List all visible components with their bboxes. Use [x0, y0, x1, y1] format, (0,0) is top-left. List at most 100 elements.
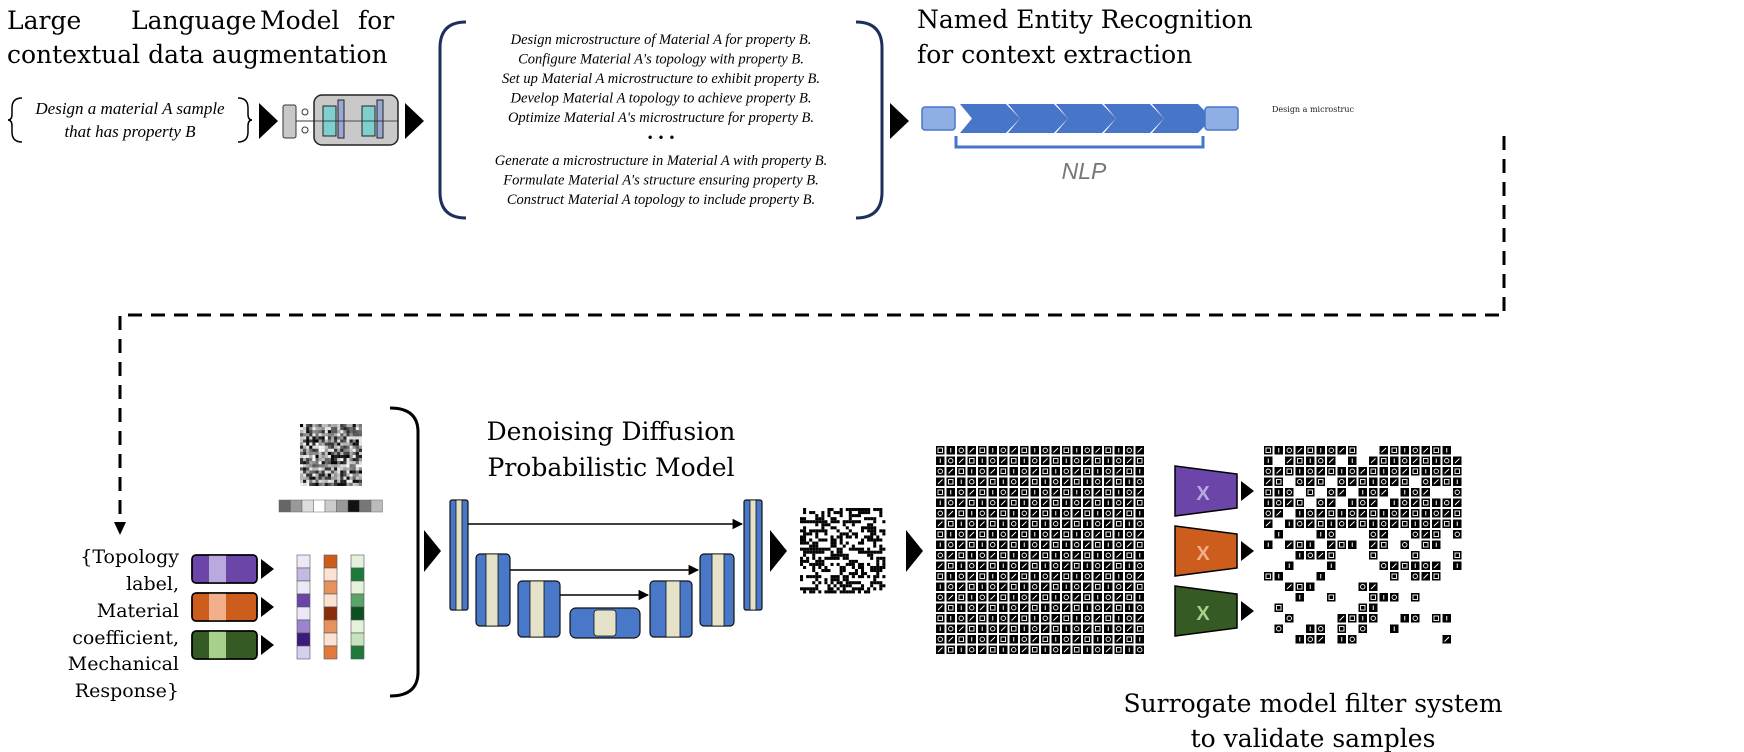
grid-sample-tile	[1327, 509, 1336, 518]
noise-pixel	[358, 436, 362, 440]
sample-pixel	[867, 553, 871, 557]
grid-sample-tile	[1135, 498, 1144, 507]
grid-sample-tile	[1083, 551, 1092, 560]
noise-pixel	[312, 470, 316, 474]
sample-pixel	[842, 584, 846, 588]
grid-sample-tile	[1072, 603, 1081, 612]
noise-pixel	[337, 427, 341, 431]
sample-pixel	[806, 520, 810, 524]
noise-pixel	[306, 461, 310, 465]
noise-pixel	[318, 458, 322, 462]
grid-sample-tile	[1379, 561, 1388, 570]
sample-pixel	[854, 532, 858, 536]
grid-sample-tile	[1062, 635, 1071, 644]
llm-title-line-2: contextual data augmentation	[7, 40, 388, 69]
noise-pixel	[321, 439, 325, 443]
sample-pixel	[842, 544, 846, 548]
ner-chevron-2	[1008, 104, 1068, 133]
sample-pixel	[815, 535, 819, 539]
sample-pixel	[845, 556, 849, 560]
sample-pixel	[882, 532, 886, 536]
sample-pixel	[882, 529, 886, 533]
noise-pixel	[321, 427, 325, 431]
embedding-pill-material	[191, 592, 274, 622]
noise-pixel	[346, 467, 350, 471]
grid-sample-tile	[1125, 446, 1134, 455]
noise-pixel	[321, 436, 325, 440]
sample-pixel	[861, 526, 865, 530]
sample-pixel	[857, 550, 861, 554]
sample-pixel	[839, 550, 843, 554]
grid-sample-tile	[1453, 509, 1462, 518]
noise-pixel	[321, 470, 325, 474]
sample-pixel	[842, 556, 846, 560]
noise-pixel	[334, 461, 338, 465]
embedding-vector-cell	[323, 645, 338, 660]
sample-pixel	[821, 529, 825, 533]
dashed-connector	[118, 136, 1506, 528]
noise-pixel	[331, 448, 335, 452]
timestep-cell	[336, 499, 349, 513]
embedding-vector-cell	[296, 593, 311, 608]
sample-pixel	[812, 575, 816, 579]
noise-pixel	[355, 467, 359, 471]
grid-sample-tile	[1125, 635, 1134, 644]
sample-pixel	[812, 550, 816, 554]
sample-pixel	[873, 529, 877, 533]
noise-pixel	[340, 470, 344, 474]
noise-pixel	[306, 439, 310, 443]
sample-pixel	[879, 550, 883, 554]
sample-pixel	[873, 565, 877, 569]
noise-pixel	[318, 482, 322, 486]
noise-pixel	[349, 467, 353, 471]
sample-pixel	[876, 556, 880, 560]
grid-sample-tile	[967, 624, 976, 633]
noise-pixel	[346, 433, 350, 437]
noise-pixel	[355, 436, 359, 440]
grid-sample-tile	[1104, 488, 1113, 497]
ner-output-token	[1204, 106, 1239, 131]
noise-pixel	[340, 458, 344, 462]
noise-pixel	[331, 430, 335, 434]
sample-pixel	[857, 520, 861, 524]
noise-pixel	[321, 433, 325, 437]
grid-sample-tile	[1453, 488, 1462, 497]
grid-sample-tile	[1114, 477, 1123, 486]
noise-pixel	[306, 473, 310, 477]
noise-pixel	[324, 470, 328, 474]
noise-pixel	[355, 427, 359, 431]
noise-pixel	[334, 467, 338, 471]
noise-pixel	[315, 442, 319, 446]
augmented-prompt-lines: Design microstructure of Material A for …	[495, 32, 828, 208]
noise-pixel	[327, 455, 331, 459]
noise-pixel	[312, 473, 316, 477]
sample-pixel	[800, 535, 804, 539]
sample-pixel	[830, 575, 834, 579]
noise-pixel	[303, 476, 307, 480]
nlp-label: NLP	[1062, 158, 1107, 184]
arrow-conditions-to-unet	[424, 530, 441, 572]
noise-pixel	[340, 479, 344, 483]
grid-sample-tile	[1041, 572, 1050, 581]
sample-pixel	[839, 569, 843, 573]
noise-pixel	[321, 479, 325, 483]
noise-pixel	[343, 467, 347, 471]
grid-sample-tile	[1316, 519, 1325, 528]
noise-pixel	[324, 442, 328, 446]
noise-pixel	[312, 445, 316, 449]
noise-pixel	[358, 476, 362, 480]
noise-pixel	[312, 458, 316, 462]
noise-pixel	[340, 482, 344, 486]
grid-sample-tile	[1072, 498, 1081, 507]
noise-pixel	[337, 476, 341, 480]
sample-pixel	[864, 508, 868, 512]
grid-sample-tile	[1421, 540, 1430, 549]
sample-pixel	[845, 532, 849, 536]
noise-pixel	[358, 470, 362, 474]
sample-pixel	[870, 538, 874, 542]
sample-pixel	[824, 578, 828, 582]
grid-sample-tile	[1327, 488, 1336, 497]
sample-pixel	[870, 569, 874, 573]
grid-sample-tile	[1083, 467, 1092, 476]
grid-sample-tile	[1051, 498, 1060, 507]
